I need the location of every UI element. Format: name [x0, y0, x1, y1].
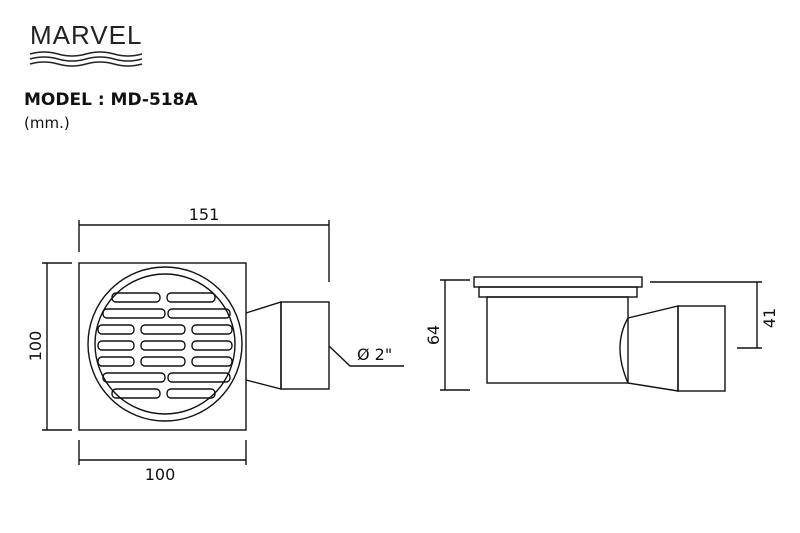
drain-square-frame	[78, 262, 247, 431]
outlet-pipe	[280, 301, 330, 390]
side-transition	[619, 317, 629, 384]
side-body	[486, 296, 629, 384]
wave-logo-icon	[29, 51, 143, 67]
dim-side-height-label: 64	[424, 325, 443, 345]
side-outlet-cone	[627, 305, 679, 392]
dim-left-height	[42, 262, 72, 431]
side-top-plate	[473, 276, 643, 288]
top-view-drain	[78, 262, 330, 431]
dim-side-height	[440, 279, 470, 391]
brand-name: MARVEL	[30, 20, 143, 50]
side-flange	[478, 286, 638, 298]
dim-bottom-width	[78, 440, 247, 465]
drain-inner-ring	[94, 273, 236, 415]
dim-top-width	[78, 220, 330, 282]
unit-label: (mm.)	[24, 114, 70, 132]
dim-top-width-label: 151	[189, 205, 220, 224]
dim-outlet-diameter-label: Ø 2"	[357, 345, 392, 364]
side-view-drain	[473, 276, 726, 392]
dim-side-outlet-height	[650, 281, 762, 349]
drain-outer-ring	[87, 266, 243, 422]
dim-left-height-label: 100	[26, 331, 45, 362]
dim-bottom-width-label: 100	[145, 465, 176, 484]
dim-side-outlet-height-label: 41	[760, 308, 779, 328]
outlet-transition	[245, 301, 282, 390]
model-title: MODEL : MD-518A	[24, 90, 198, 110]
grate-slots	[97, 292, 233, 399]
side-outlet-pipe	[677, 305, 726, 392]
diameter-leader	[328, 345, 404, 367]
